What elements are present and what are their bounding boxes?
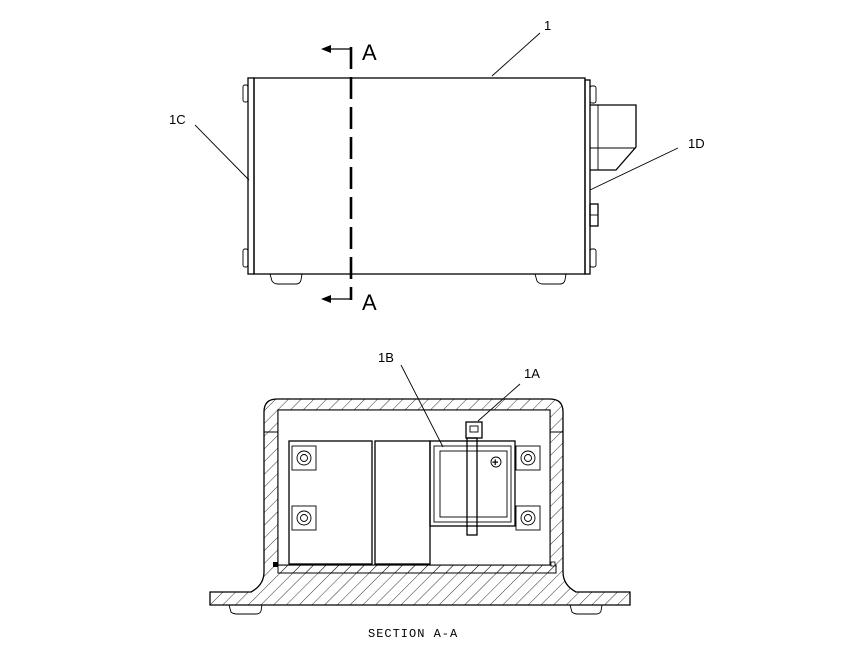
connector-1d: [590, 104, 637, 171]
plus-terminal: [490, 456, 502, 468]
label-1b: 1B: [378, 350, 394, 365]
end-cover-1c: [247, 77, 255, 275]
right-tab-bottom: [589, 248, 597, 268]
label-1c: 1C: [169, 112, 186, 127]
left-tab-bottom: [242, 248, 249, 268]
arrow-bottom: [321, 295, 331, 303]
foot-left: [269, 273, 303, 285]
plus-sign: +: [492, 457, 498, 469]
housing-body: [253, 77, 586, 275]
section-view: + 1B 1A SECTION A-A: [209, 350, 631, 641]
section-label-bottom: A: [362, 290, 377, 315]
screw-tr: [515, 445, 541, 471]
tie-wrap-1a: [465, 421, 483, 536]
right-end-plate: [584, 79, 591, 275]
screw-br: [515, 505, 541, 531]
label-1a: 1A: [524, 366, 540, 381]
label-1d: 1D: [688, 136, 705, 151]
battery-holder-1b: [429, 440, 516, 527]
label-1: 1: [544, 18, 551, 33]
section-foot-left: [228, 604, 263, 615]
right-tab-top: [589, 85, 597, 104]
screw-tl: [291, 445, 317, 471]
screw-bl: [291, 505, 317, 531]
arrow-top: [321, 45, 331, 53]
side-view: A A 1 1C 1D: [169, 18, 705, 315]
bottom-plate: [277, 564, 557, 574]
section-caption: SECTION A-A: [368, 627, 458, 641]
section-label-top: A: [362, 40, 377, 65]
foot-right: [534, 273, 567, 285]
section-foot-right: [569, 604, 603, 615]
left-tab-top: [242, 84, 249, 103]
